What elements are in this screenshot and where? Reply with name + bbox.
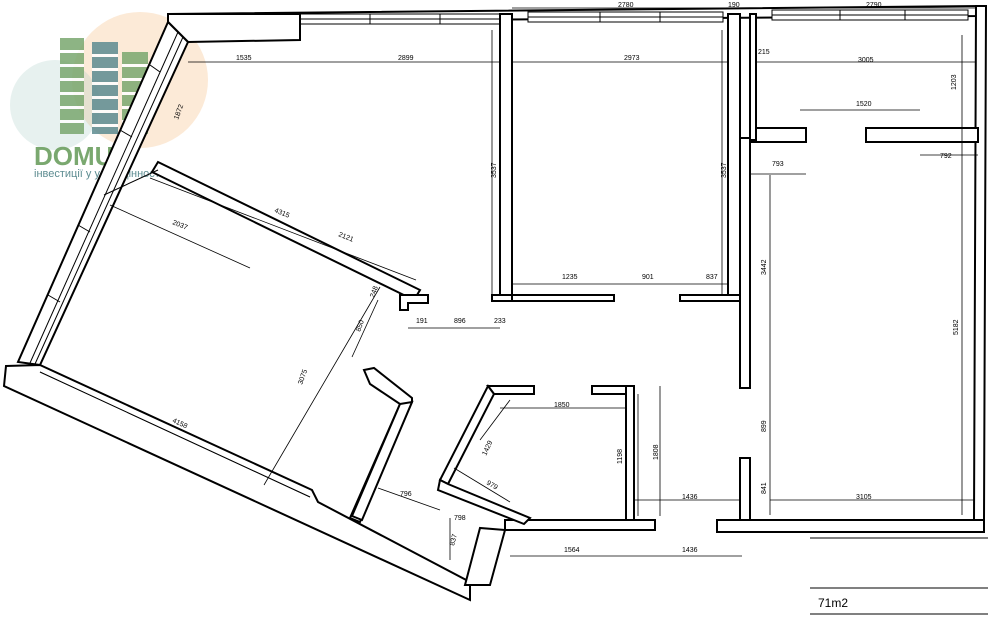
dim-label: 798 [454,515,466,522]
dim-label: 215 [758,49,770,56]
bath-wall-top [486,385,535,395]
closet-wall-right [865,127,979,143]
dim-label: 1872 [173,104,185,121]
logo-tagline: інвестиції у успіх цінності [34,168,162,180]
dim-label: 1436 [682,494,698,501]
dim-label: 4315 [273,207,290,219]
dim-label: 3537 [721,162,728,178]
dim-label: 1203 [951,74,958,90]
right-wall [972,5,988,521]
dim-label: 1520 [856,101,872,108]
bottom-wall-right [716,519,985,533]
room2-wall-left [511,294,615,302]
dim-label: 3075 [297,369,309,386]
dim-label: 2899 [398,55,414,62]
dim-label: 5182 [953,319,960,335]
room2-wall-right [679,294,741,302]
dim-label: 896 [454,318,466,325]
dim-label: 3442 [761,259,768,275]
partition-2 [727,13,741,301]
living-wall-end [399,294,429,311]
dim-label: 850 [355,319,366,332]
dim-label: 2037 [171,219,188,231]
dim-label: 837 [449,533,459,546]
dim-label: 2121 [337,231,354,243]
dim-label: 3537 [491,162,498,178]
bath-wall-bottom [436,478,532,526]
dim-label: 191 [416,318,428,325]
dim-label: 233 [494,318,506,325]
dim-label: 979 [485,480,499,492]
bath-wall-right [625,385,635,521]
living-diagonal-wall [150,160,422,302]
dim-label: 2973 [624,55,640,62]
area-label: 71m2 [818,596,848,610]
dim-label: 3105 [856,494,872,501]
dim-label: 899 [761,420,768,432]
dim-label: 1808 [653,444,660,460]
dim-label: 901 [642,274,654,281]
title-block: 71m2 [810,537,988,615]
core-wall-right [350,400,414,522]
dim-label: 2790 [866,2,882,9]
exterior-walls [2,4,988,602]
dimension-labels: 2780 190 2790 1535 2899 2973 215 3005 18… [171,2,960,554]
closet-wall-left [749,127,807,143]
dim-label: 841 [761,482,768,494]
dim-label: 1850 [554,402,570,409]
bottom-wall-left [463,526,507,586]
room3-lower-wall [739,457,751,521]
interior-walls [103,13,979,526]
dim-label: 248 [369,285,380,298]
dim-label: 3005 [858,57,874,64]
corner-wall-top-left [167,13,301,44]
dim-label: 796 [400,491,412,498]
bath-wall-left [438,384,496,486]
stub-1 [491,294,513,302]
dim-label: 1436 [682,547,698,554]
bottom-left-wall [2,363,471,602]
bottom-wall-mid [504,519,656,531]
dim-label: 1564 [564,547,580,554]
closet-wall-vert [749,13,757,141]
dim-label: 1429 [481,440,494,457]
dim-label: 793 [772,161,784,168]
dim-label: 2780 [618,2,634,9]
dimension-lines [39,7,978,560]
dim-label: 1535 [236,55,252,62]
dim-label: 190 [728,2,740,9]
partition-1 [499,13,513,301]
dim-label: 1198 [617,449,624,464]
logo-circle-teal [10,60,100,150]
dim-label: 837 [706,274,718,281]
dim-label: 792 [940,153,952,160]
partition-2-low [739,137,751,389]
dim-label: 1235 [562,274,578,281]
